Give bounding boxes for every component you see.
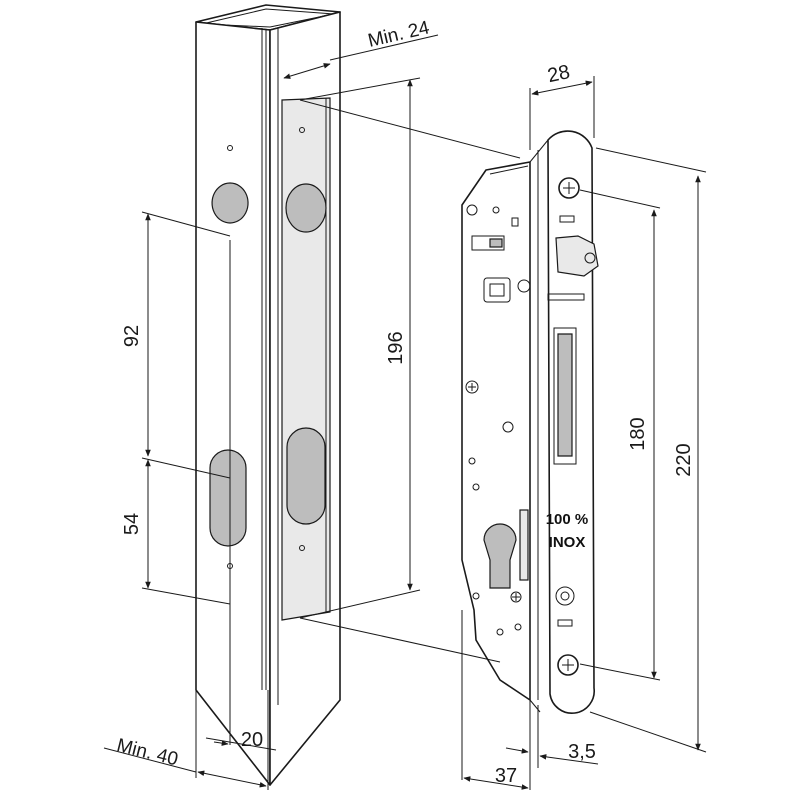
deadbolt-window: [553, 327, 577, 465]
cylinder-hole-upper: [211, 182, 249, 224]
cylinder-cam-slot: [519, 509, 529, 581]
euro-cylinder-cutout: [483, 523, 517, 589]
plate-marking-line2: INOX: [549, 534, 586, 551]
lock-case: [461, 161, 531, 701]
tube-front-face: [195, 21, 271, 786]
tube-cutout-band: [281, 97, 331, 621]
mortise-lock: 100 % INOX: [461, 130, 599, 714]
plate-marking-line1: 100 %: [546, 511, 589, 528]
side-hole-upper: [285, 183, 327, 233]
dim-180: 180: [627, 417, 649, 450]
adjust-screw: [555, 586, 575, 606]
cylinder-hole-lower: [209, 449, 247, 547]
dim-28: 28: [546, 61, 572, 87]
dim-20: 20: [241, 729, 263, 751]
dim-3-5: 3,5: [568, 741, 596, 763]
latch-bolt: [555, 235, 599, 277]
dim-min-24: Min. 24: [366, 17, 432, 52]
case-screw-bottom: [510, 591, 522, 603]
screw-hole-top: [227, 145, 233, 151]
case-screw-middle: [465, 380, 479, 394]
plate-mark-bar: [547, 293, 585, 301]
spindle-hole: [483, 277, 511, 303]
dim-92: 92: [121, 325, 143, 347]
case-slot: [471, 235, 505, 251]
dim-min-40: Min. 40: [115, 735, 181, 770]
profile-tube: [195, 4, 341, 786]
dimension-lines: [103, 34, 707, 790]
side-hole-lower: [286, 427, 326, 525]
dim-220: 220: [673, 443, 695, 476]
dim-54: 54: [121, 513, 143, 535]
dim-37: 37: [495, 765, 517, 787]
case-screw-top: [466, 204, 478, 216]
dim-196: 196: [385, 331, 407, 364]
